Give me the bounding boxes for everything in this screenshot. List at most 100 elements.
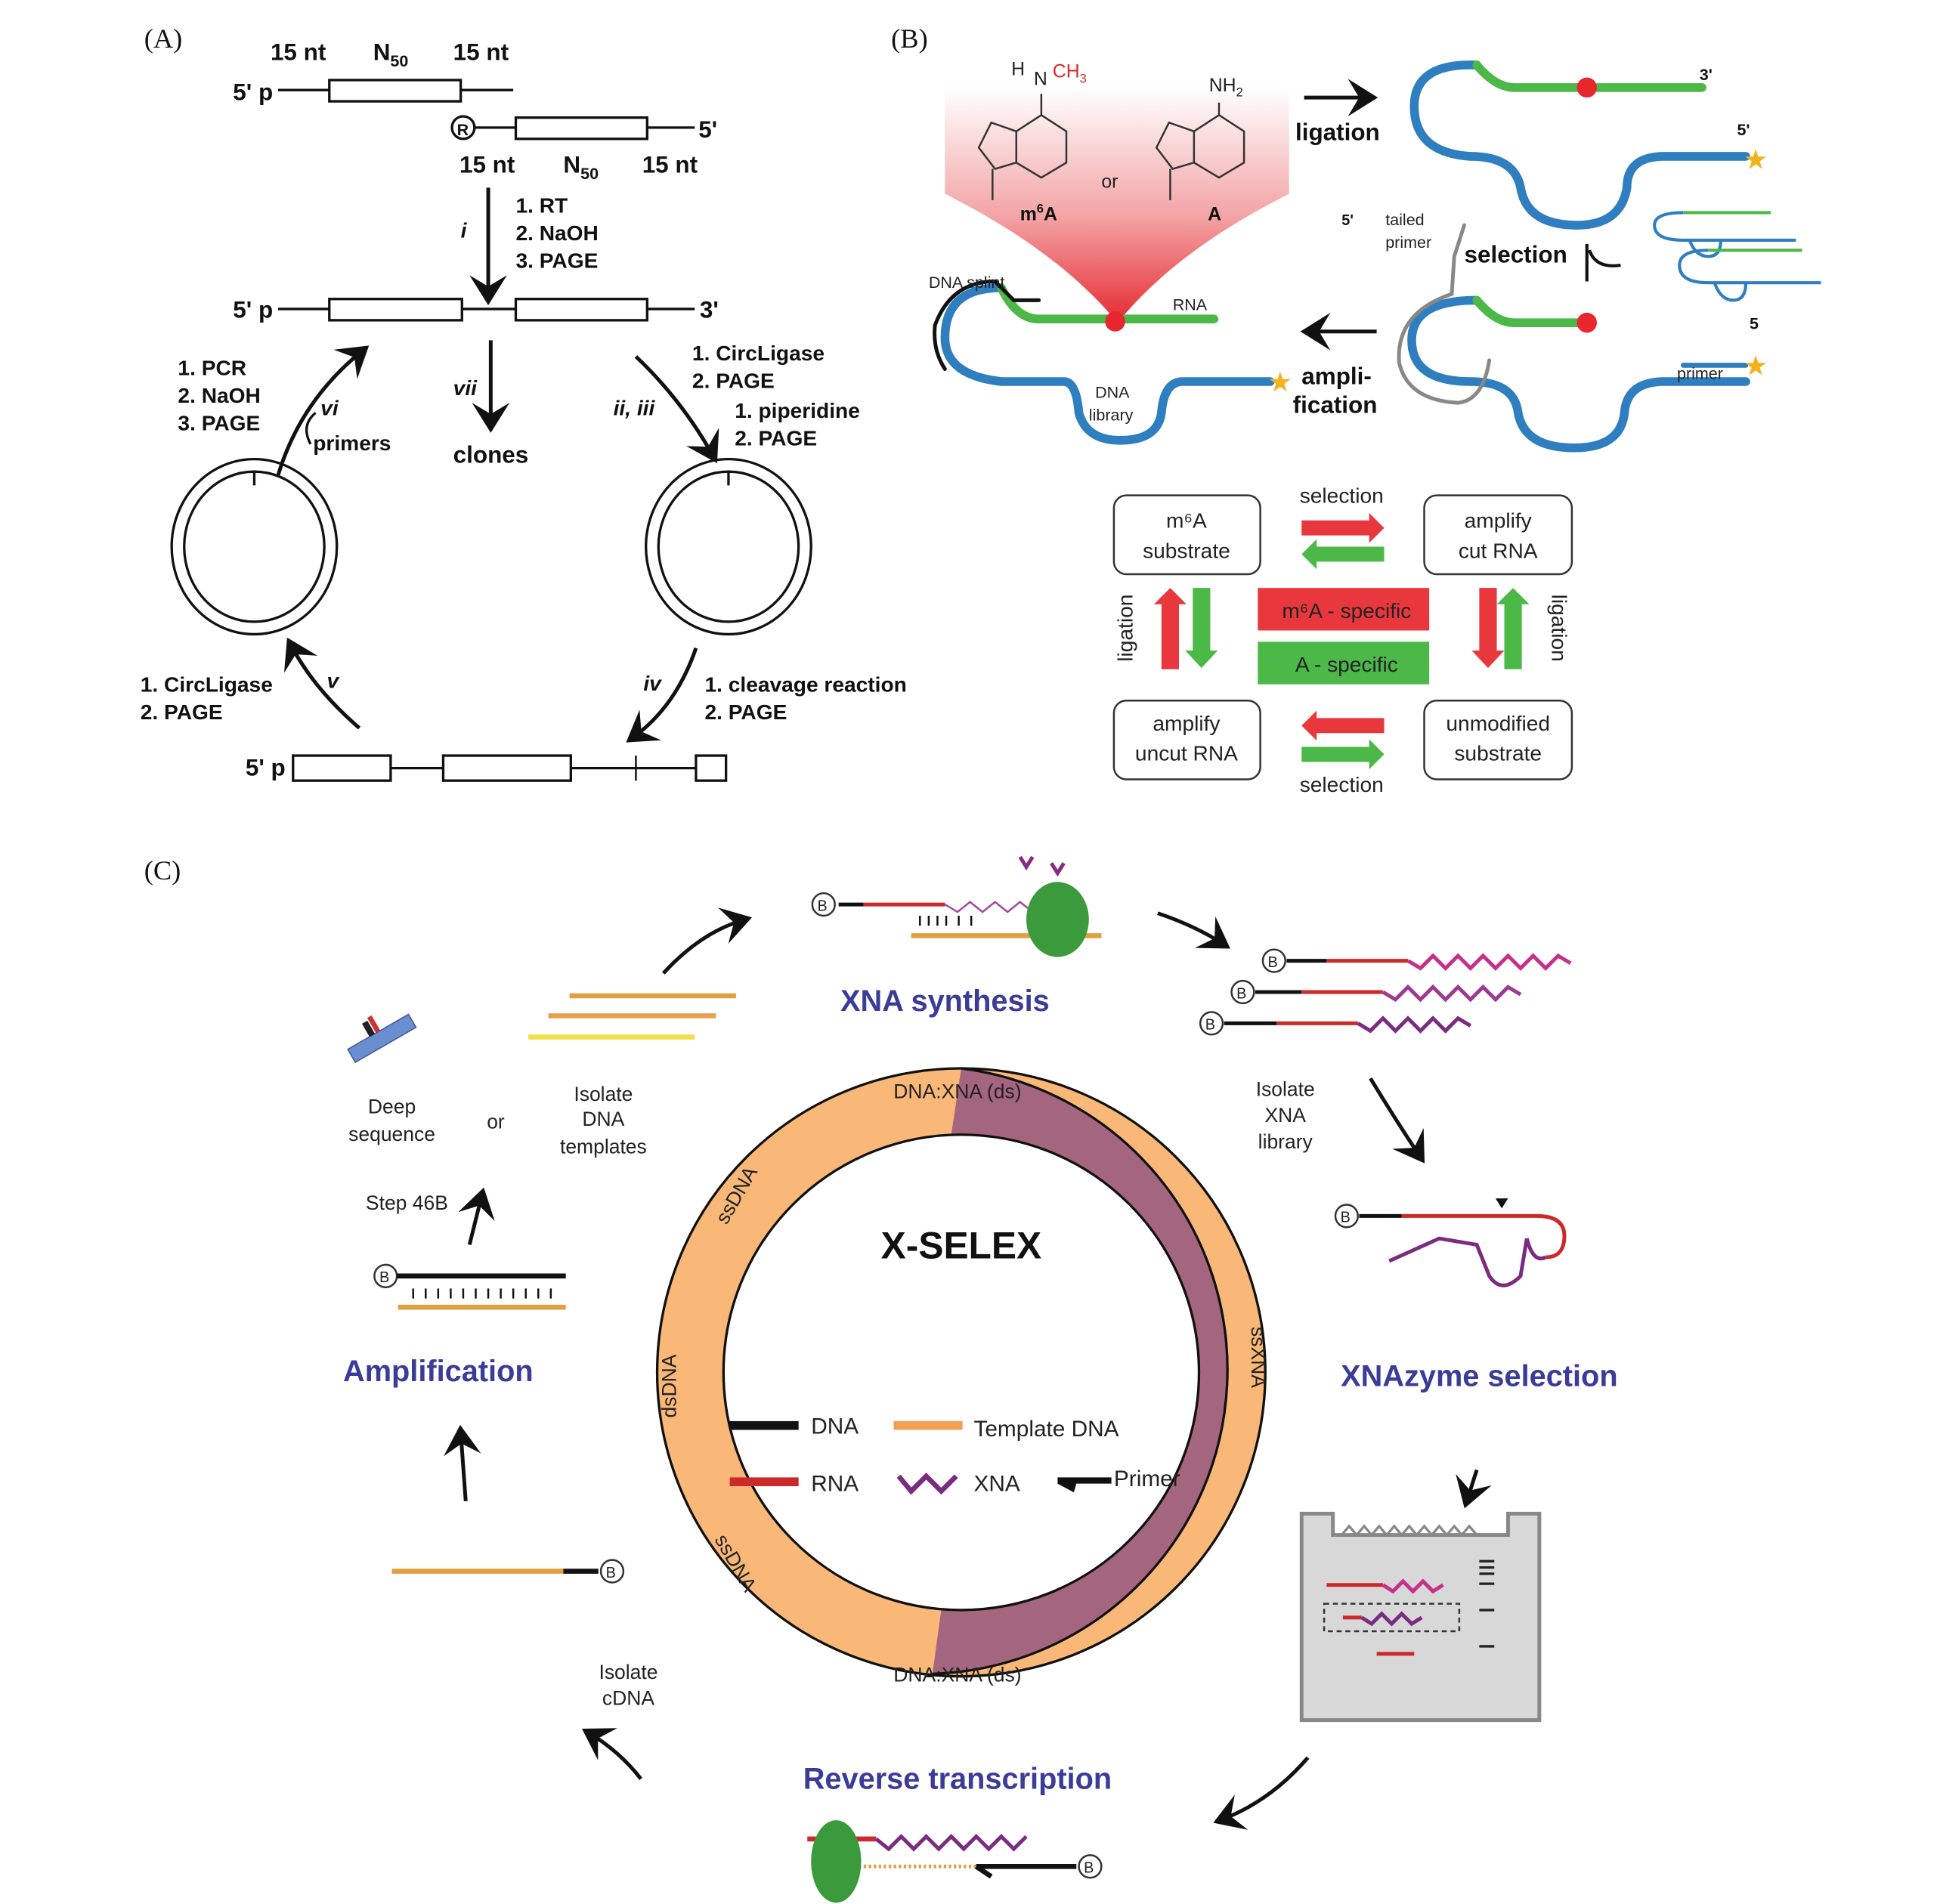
svg-text:CH3: CH3 xyxy=(1053,62,1087,86)
svg-text:2. PAGE: 2. PAGE xyxy=(692,369,775,392)
top-5p-label: 5' p xyxy=(233,79,273,105)
adenine-ring-m6a xyxy=(977,94,1068,200)
svg-text:vii: vii xyxy=(453,376,478,400)
svg-text:cDNA: cDNA xyxy=(602,1687,654,1710)
x-selex-ring xyxy=(655,1067,1267,1678)
xnazyme-structure: B xyxy=(1334,1198,1567,1287)
svg-text:3. PAGE: 3. PAGE xyxy=(178,412,260,435)
svg-text:iv: iv xyxy=(643,672,662,695)
svg-text:tailed: tailed xyxy=(1385,211,1424,229)
arrow-to-gel xyxy=(1456,1469,1492,1509)
svg-text:1. RT: 1. RT xyxy=(515,193,568,217)
svg-text:H: H xyxy=(1011,59,1025,79)
svg-text:Isolate: Isolate xyxy=(574,1083,633,1105)
arrow-to-synthesis xyxy=(662,907,753,975)
box-m6a-substrate xyxy=(1112,494,1261,576)
svg-text:amplify: amplify xyxy=(1465,509,1532,533)
arrow-step-vi xyxy=(276,345,370,476)
svg-text:or: or xyxy=(1101,172,1118,192)
nucleobase-highlight xyxy=(945,87,1289,323)
top-n50: N50 xyxy=(373,39,409,70)
svg-text:B: B xyxy=(1205,1017,1215,1034)
svg-text:★: ★ xyxy=(1268,367,1293,397)
arrow-to-xnazyme xyxy=(1369,1077,1425,1164)
svg-text:A - specific: A - specific xyxy=(1295,653,1398,676)
svg-text:templates: templates xyxy=(560,1136,647,1158)
stage-xna-synthesis: XNA synthesis xyxy=(840,984,1050,1018)
svg-text:2. NaOH: 2. NaOH xyxy=(178,384,260,407)
svg-text:XNA: XNA xyxy=(973,1472,1020,1497)
amplification-duplex: B xyxy=(373,1263,566,1310)
splint-library-complex xyxy=(933,280,1275,445)
svg-text:sequence: sequence xyxy=(348,1123,435,1145)
arrow-step46b xyxy=(458,1187,495,1246)
svg-text:or: or xyxy=(487,1110,505,1133)
panel-b: (B) H N CH3 NH2 or m6A A ligation 3' 5' … xyxy=(891,23,1821,796)
svg-text:XNA: XNA xyxy=(1265,1104,1307,1127)
legend: DNA Template DNA RNA XNA Primer xyxy=(729,1414,1180,1497)
svg-text:B: B xyxy=(818,898,828,914)
svg-text:B: B xyxy=(1084,1860,1094,1877)
svg-text:2. PAGE: 2. PAGE xyxy=(704,700,787,724)
svg-text:m⁶A: m⁶A xyxy=(1166,509,1207,533)
reverse-transcription-complex: B xyxy=(807,1820,1103,1903)
badge-a-specific xyxy=(1258,641,1430,685)
panel-a: (A) 15 nt N50 15 nt 5' p R 5' 15 nt N50 … xyxy=(141,23,907,782)
svg-text:v: v xyxy=(326,669,339,693)
svg-text:m6A: m6A xyxy=(1020,201,1057,224)
svg-text:5' p: 5' p xyxy=(246,755,286,781)
svg-text:primer: primer xyxy=(1677,365,1723,383)
stage-xnazyme-selection: XNAzyme selection xyxy=(1341,1360,1617,1393)
svg-text:clones: clones xyxy=(453,442,529,468)
svg-text:5: 5 xyxy=(1750,314,1759,332)
arrow-step-v xyxy=(283,637,361,730)
svg-text:library: library xyxy=(1258,1130,1313,1153)
svg-text:DNA:XNA (ds): DNA:XNA (ds) xyxy=(893,1663,1021,1686)
svg-text:R: R xyxy=(457,121,469,139)
svg-text:DNA splint: DNA splint xyxy=(929,274,1004,292)
svg-text:primers: primers xyxy=(313,431,391,455)
svg-text:ssXNA: ssXNA xyxy=(1247,1327,1270,1388)
svg-text:m⁶A - specific: m⁶A - specific xyxy=(1282,599,1411,623)
circular-ligation-product-right xyxy=(645,457,812,636)
svg-text:3': 3' xyxy=(700,297,719,323)
svg-text:5': 5' xyxy=(1737,121,1750,139)
gel-icon xyxy=(1299,1511,1542,1723)
svg-text:B: B xyxy=(379,1269,389,1286)
stage-reverse-transcription: Reverse transcription xyxy=(803,1763,1112,1796)
svg-text:B: B xyxy=(606,1565,616,1581)
badge-m6a-specific xyxy=(1258,588,1430,631)
svg-text:3. PAGE: 3. PAGE xyxy=(515,249,598,272)
selection-split-arrow xyxy=(1585,243,1621,282)
legend-swatch-template xyxy=(893,1420,963,1430)
panel-c: (C) DNA:XNA (ds) DNA:XNA (ds) ssXNA ssDN… xyxy=(144,855,1618,1903)
box-amplify-cut-rna xyxy=(1423,494,1573,576)
svg-text:N: N xyxy=(1034,70,1047,90)
svg-text:5' p: 5' p xyxy=(233,297,273,323)
svg-text:substrate: substrate xyxy=(1454,742,1542,765)
arrow-step-ii-iii xyxy=(634,355,719,464)
adenine-ring-a xyxy=(1155,102,1245,200)
svg-text:library: library xyxy=(1089,406,1134,424)
top-15nt-right: 15 nt xyxy=(453,39,509,65)
xna-library: B B B xyxy=(1199,948,1572,1036)
svg-text:uncut RNA: uncut RNA xyxy=(1135,742,1238,765)
svg-text:unmodified: unmodified xyxy=(1446,712,1550,735)
svg-text:selection: selection xyxy=(1300,484,1384,508)
panel-a-label: (A) xyxy=(144,23,183,54)
svg-text:1. PCR: 1. PCR xyxy=(178,357,246,380)
svg-text:ligation: ligation xyxy=(1114,595,1137,662)
svg-text:substrate: substrate xyxy=(1143,539,1230,562)
svg-text:2. PAGE: 2. PAGE xyxy=(141,700,223,724)
svg-text:1. CircLigase: 1. CircLigase xyxy=(141,673,273,697)
svg-text:Deep: Deep xyxy=(368,1096,416,1118)
svg-text:2. PAGE: 2. PAGE xyxy=(735,426,817,450)
svg-text:Isolate: Isolate xyxy=(1256,1077,1315,1100)
svg-text:3': 3' xyxy=(1700,66,1713,84)
box-amplify-uncut-rna xyxy=(1112,699,1261,780)
svg-text:5': 5' xyxy=(1341,212,1354,229)
svg-text:Template DNA: Template DNA xyxy=(973,1417,1119,1442)
svg-text:DNA: DNA xyxy=(1095,384,1130,402)
svg-text:selection: selection xyxy=(1300,773,1384,796)
